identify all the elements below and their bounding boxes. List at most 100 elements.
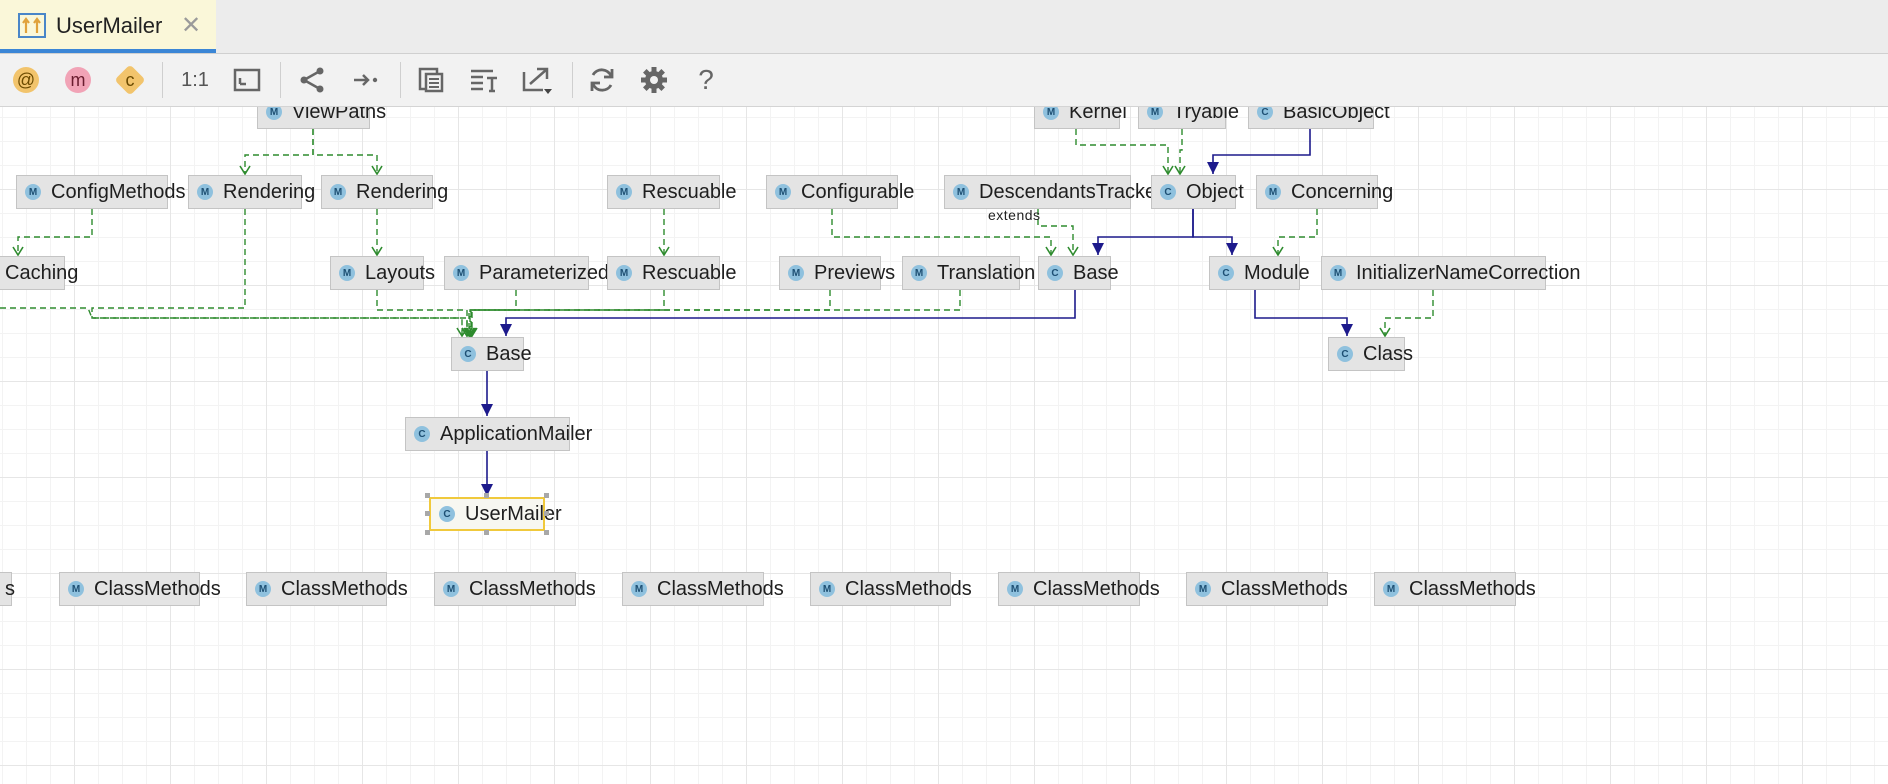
node-cm6[interactable]: M ClassMethods [998,572,1160,606]
edge-module-to-class[interactable] [1254,290,1348,336]
arrowhead [1067,246,1079,257]
export-button[interactable] [519,62,555,98]
gear-icon [641,67,667,93]
layout-button[interactable] [294,62,330,98]
edit-labels-button[interactable] [466,62,502,98]
edge-rescuable2-to-base_main[interactable] [469,290,665,336]
node-label: Tryable [1173,107,1239,123]
selection-handle[interactable] [544,511,549,516]
refresh-button[interactable] [584,62,620,98]
node-cm0[interactable]: Ms [0,572,15,606]
edge-configurable-to-base_right[interactable] [831,209,1052,255]
selection-handle[interactable] [425,530,430,535]
constants-icon: c [114,64,146,96]
edge-object-to-base_right[interactable] [1097,209,1194,255]
fit-content-button[interactable] [229,62,265,98]
arrowhead [1341,324,1353,336]
settings-button[interactable] [636,62,672,98]
route-edges-button[interactable] [347,62,383,98]
module-icon: M [68,581,84,597]
show-constants-button[interactable]: c [112,62,148,98]
edge-previews-to-base_main[interactable] [470,290,831,336]
node-label: ClassMethods [469,577,596,600]
arrowhead [658,246,670,257]
arrowhead [1045,246,1057,257]
tab-usermailer[interactable]: UserMailer ✕ [0,0,216,53]
edge-configmethods-to-caching[interactable] [17,209,93,255]
edge-translation-to-base_main[interactable] [471,290,961,336]
module-icon: M [453,265,469,281]
arrowhead [1272,246,1284,257]
edge-layouts-to-base_main[interactable] [376,290,468,336]
node-label: Class [1363,342,1414,365]
edge-concerning-to-module[interactable] [1277,209,1318,255]
show-methods-button[interactable]: m [60,62,96,98]
edge-object-to-module[interactable] [1192,209,1233,255]
module-icon: M [1007,581,1023,597]
selection-handle[interactable] [484,493,489,498]
selection-handle[interactable] [544,493,549,498]
class-icon: C [460,346,476,362]
edge-viewpaths-to-rendering1[interactable] [244,129,314,174]
edge-basicobject-to-object[interactable] [1212,129,1311,174]
copy-icon [418,67,444,93]
node-label: ClassMethods [1033,577,1160,600]
selection-handle[interactable] [425,511,430,516]
edge-kernel-to-object[interactable] [1075,129,1169,174]
actual-size-button[interactable]: 1:1 [181,68,209,91]
edge-viewpaths-to-rendering2[interactable] [312,129,378,174]
module-icon: M [339,265,355,281]
arrowhead [500,324,512,336]
show-fields-button[interactable]: @ [8,62,44,98]
selection-handle[interactable] [425,493,430,498]
edge-base_right-to-base_main[interactable] [505,290,1076,336]
arrowhead [371,246,383,257]
node-label: Rescuable [642,180,737,203]
selection-handle[interactable] [544,530,549,535]
node-label: Module [1244,261,1310,284]
edge-descendantstracker-to-base_right[interactable] [1037,209,1074,255]
edge-tryable-to-object[interactable] [1179,129,1183,174]
edge-label-extends: extends [988,207,1041,223]
selection-handle[interactable] [484,530,489,535]
edge-caching-to-base_main[interactable] [0,307,463,336]
help-button[interactable]: ? [698,64,714,95]
copy-diagram-button[interactable] [413,62,449,98]
diagram-edges [0,129,1434,496]
edge-initializernamecorrection-to-class[interactable] [1384,290,1434,336]
node-caching[interactable]: MCaching [0,256,78,290]
close-tab-icon[interactable]: ✕ [181,12,202,39]
